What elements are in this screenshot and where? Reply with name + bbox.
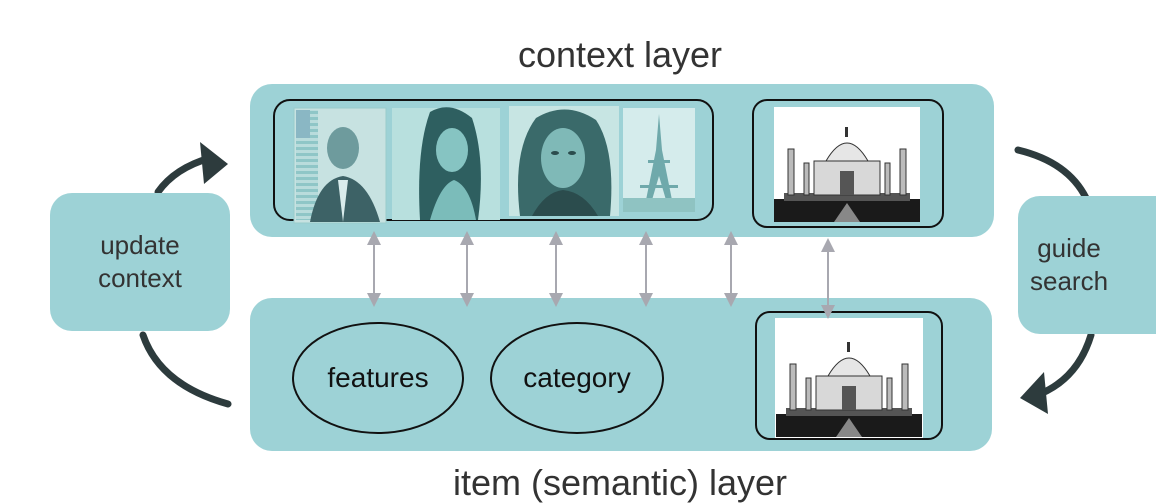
update-context-line2: context bbox=[98, 263, 182, 293]
context-layer-title: context layer bbox=[517, 34, 723, 75]
portrait-woman-2-image bbox=[509, 106, 619, 216]
connection-arrows bbox=[367, 231, 835, 319]
guide-search-line2: search bbox=[1030, 266, 1109, 296]
target-image-context bbox=[752, 99, 944, 228]
guide-search-arrowhead bbox=[1020, 372, 1048, 414]
category-label: category bbox=[523, 362, 631, 393]
portrait-woman-1-image bbox=[392, 107, 500, 220]
category-node: category bbox=[490, 322, 664, 434]
update-context-box: update context bbox=[50, 193, 230, 331]
target-image-item bbox=[755, 311, 943, 440]
eiffel-tower-image bbox=[623, 108, 695, 212]
update-context-arrowhead bbox=[200, 142, 228, 184]
guide-search-cycle-arrows bbox=[1014, 146, 1095, 398]
guide-search-box: guide search bbox=[1018, 196, 1156, 334]
item-layer-title: item (semantic) layer bbox=[452, 462, 788, 503]
guide-search-line1: guide bbox=[1037, 233, 1101, 263]
features-label: features bbox=[327, 362, 429, 393]
update-context-line1: update bbox=[100, 230, 180, 260]
features-node: features bbox=[292, 322, 464, 434]
context-images-group bbox=[273, 99, 714, 224]
portrait-man-flag-image bbox=[293, 107, 387, 224]
